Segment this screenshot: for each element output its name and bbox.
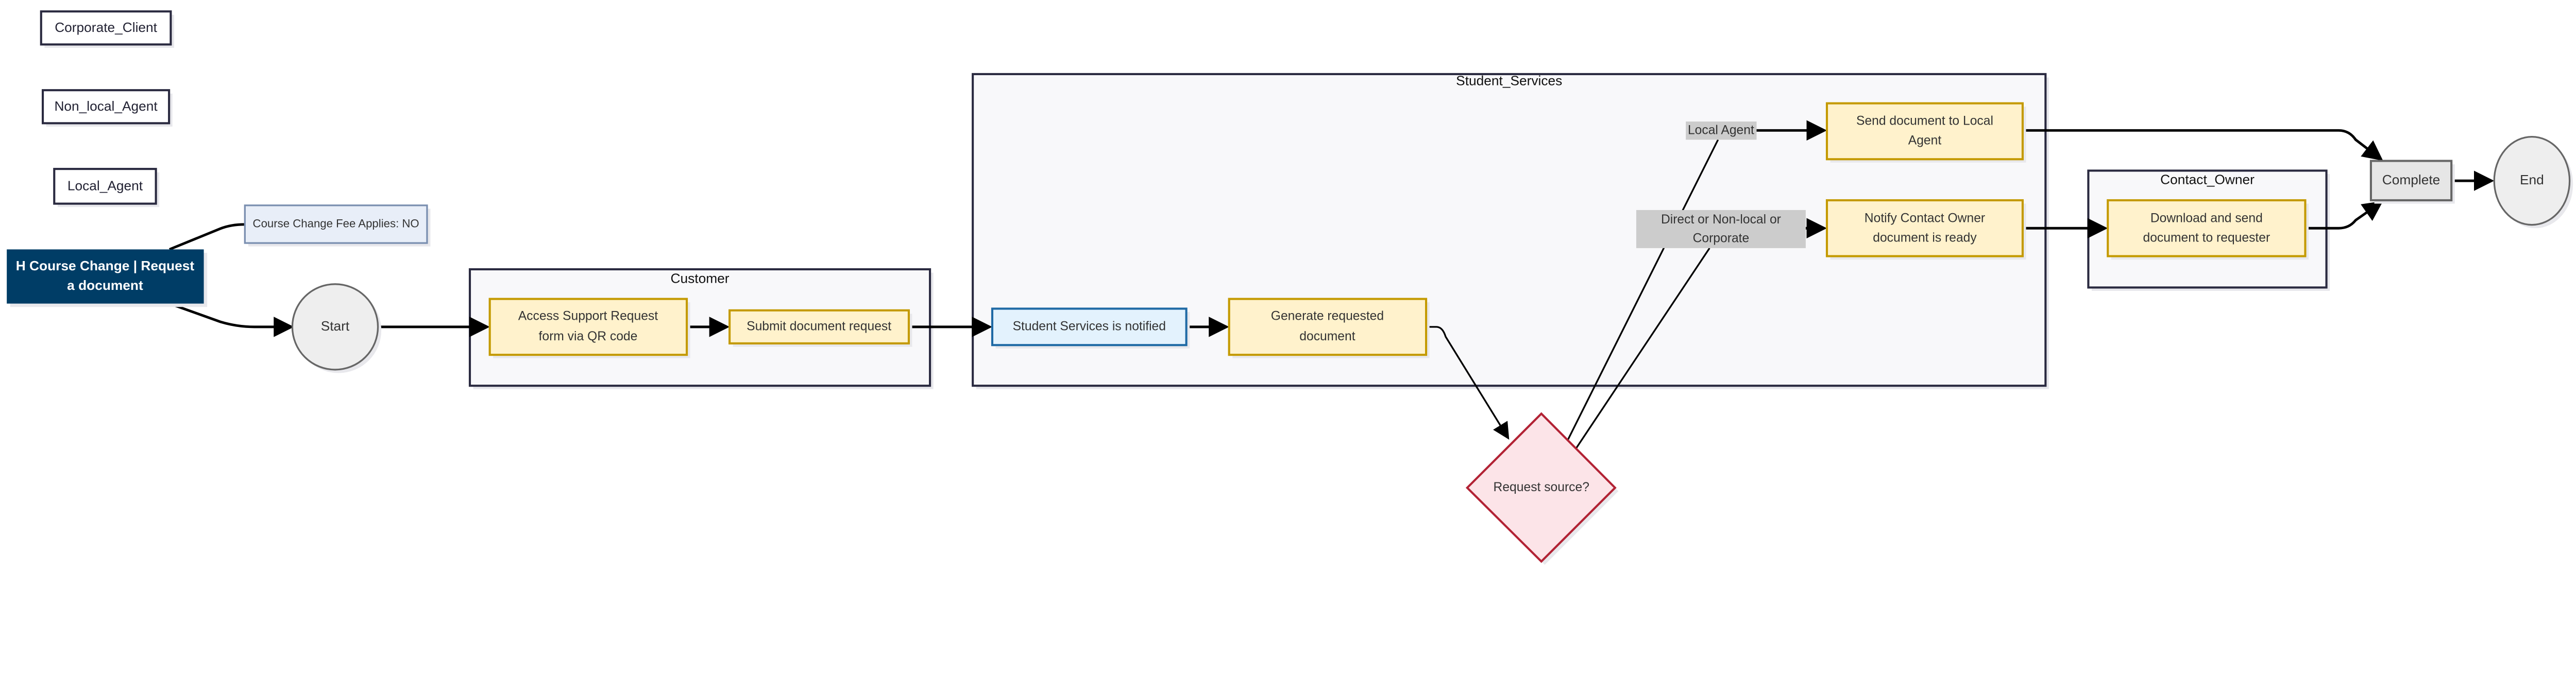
node-text: Generate requested (1271, 309, 1384, 323)
header-line-2: a document (67, 278, 143, 293)
edge-send-to-complete (2022, 129, 2383, 161)
edge-label-local-agent: Local Agent (1686, 122, 1757, 140)
subgraph-title: Student_Services (1456, 73, 1562, 89)
edge-label-text: Local Agent (1688, 124, 1754, 137)
edge-header-to-note (169, 223, 245, 251)
node-text: form via QR code (539, 330, 638, 343)
node-student-services-notified[interactable]: Student Services is notified (991, 307, 1190, 349)
note-fee[interactable]: Course Change Fee Applies: NO (244, 204, 431, 247)
node-text: Download and send (2150, 212, 2263, 226)
node-download-send-document[interactable]: Download and send document to requester (2107, 199, 2309, 260)
node-notify-contact-owner[interactable]: Notify Contact Owner document is ready (1825, 199, 2026, 260)
node-text: Send document to Local (1856, 114, 1993, 128)
edge-label-direct: Direct or Non-local or Corporate (1636, 210, 1806, 248)
node-text: Access Support Request (518, 309, 658, 323)
node-send-document-local-agent[interactable]: Send document to Local Agent (1825, 102, 2026, 163)
subgraph-title: Contact_Owner (2160, 171, 2255, 187)
edge-decision-to-direct (1574, 247, 1710, 451)
node-submit-document-request[interactable]: Submit document request (728, 309, 912, 347)
decision-request-source[interactable]: Request source? (1465, 412, 1619, 565)
flowchart: Corporate_Client Non_local_Agent Local_A… (7, 10, 2573, 565)
actor-label: Corporate_Client (55, 20, 157, 35)
node-text: document is ready (1873, 231, 1977, 245)
end-node[interactable]: End (2493, 135, 2573, 229)
start-node[interactable]: Start (291, 283, 382, 373)
edge-header-to-start (169, 302, 294, 337)
node-text: Student Services is notified (1013, 319, 1166, 333)
edge-generate-to-decision (1426, 326, 1510, 440)
node-text: document to requester (2143, 231, 2270, 245)
edge-label-text: Direct or Non-local or (1661, 213, 1781, 227)
end-label: End (2520, 172, 2544, 187)
node-generate-requested-document[interactable]: Generate requested document (1228, 298, 1430, 358)
actor-label: Non_local_Agent (54, 98, 158, 114)
edge-download-to-complete (2305, 201, 2383, 230)
node-text: Agent (1908, 133, 1942, 147)
node-text: Request source? (1494, 480, 1589, 494)
node-text: Complete (2382, 172, 2441, 187)
node-text: Notify Contact Owner (1865, 212, 1985, 226)
node-text: Submit document request (747, 319, 891, 333)
node-text: document (1299, 330, 1355, 343)
note-text: Course Change Fee Applies: NO (253, 217, 419, 230)
subgraph-title: Customer (671, 271, 730, 286)
node-complete[interactable]: Complete (2369, 160, 2455, 204)
actor-corporate-client[interactable]: Corporate_Client (40, 10, 174, 48)
edge-decision-to-local-agent (1567, 139, 1719, 441)
edge-label-text: Corporate (1693, 231, 1750, 245)
actor-label: Local_Agent (67, 178, 143, 194)
actor-non-local-agent[interactable]: Non_local_Agent (42, 89, 173, 127)
actor-local-agent[interactable]: Local_Agent (53, 168, 160, 207)
start-label: Start (321, 318, 350, 334)
header-node[interactable]: H Course Change | Request a document (7, 249, 208, 307)
header-line-1: H Course Change | Request (16, 258, 195, 273)
node-access-support-request[interactable]: Access Support Request form via QR code (488, 298, 690, 358)
